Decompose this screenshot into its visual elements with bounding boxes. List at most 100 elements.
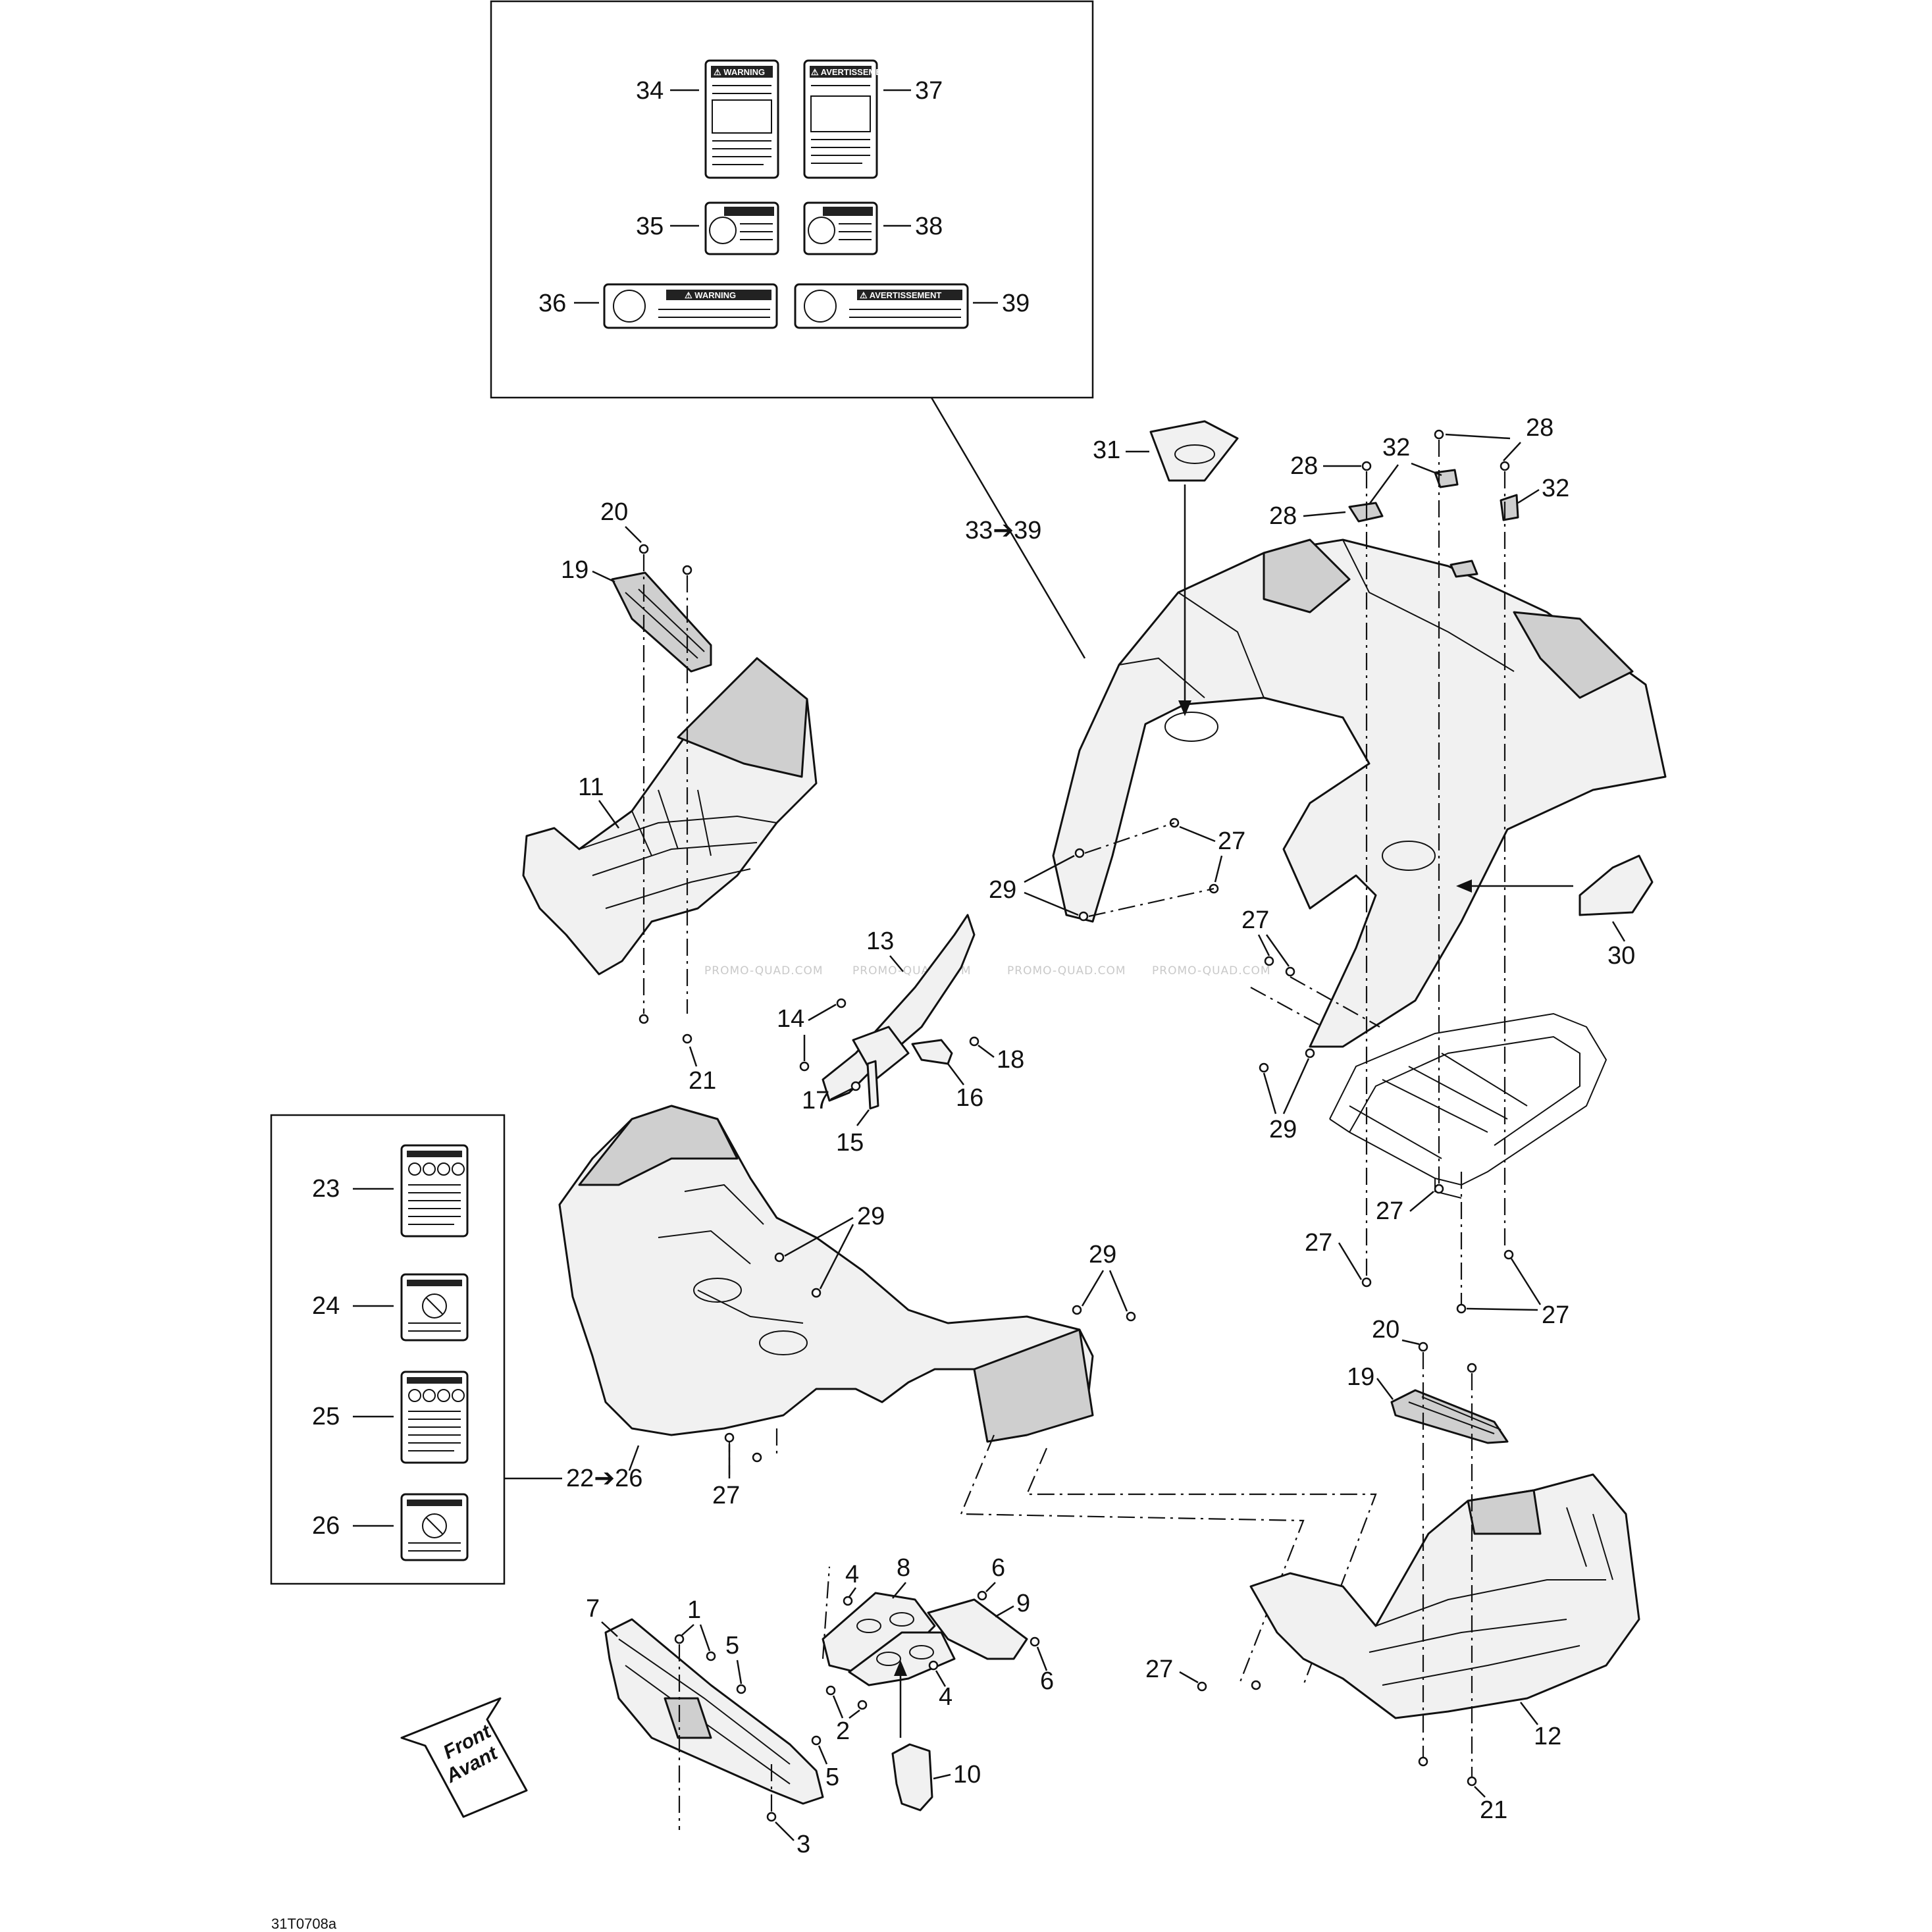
leader-27-g [1179,1671,1199,1684]
callout-11: 11 [578,773,604,801]
rear-rack [1329,1012,1607,1199]
bolt-3 [766,1812,777,1822]
leader-19-right [1376,1378,1394,1400]
callout-20-right: 20 [1372,1316,1399,1344]
arrow-head [1178,700,1191,716]
screw-28-c [1500,461,1510,471]
callout-27-d: 27 [1376,1197,1403,1225]
leader-28-c [1445,433,1511,440]
leader-32-a [1411,462,1442,477]
grommet-32-d [1449,560,1478,578]
callout-32-b: 32 [1542,475,1569,502]
callout-15: 15 [836,1129,864,1157]
svg-text:⚠ AVERTISSEMENT: ⚠ AVERTISSEMENT [811,67,893,77]
leader-14 [808,1003,837,1022]
bracket-15 [866,1060,879,1110]
nut-27-c [1264,956,1274,966]
bolt-29-d [1305,1048,1315,1058]
leader-21-right [1474,1786,1486,1798]
leader-5-a [736,1659,743,1684]
callout-28-c: 28 [1526,414,1553,442]
decal-box-top [490,0,1094,399]
leader-29-b2 [1282,1058,1310,1114]
bolt-18 [969,1036,979,1047]
leader-32-b [1517,488,1540,504]
nut-6-b [1030,1636,1040,1647]
cup-holder-front [1164,712,1218,742]
leader-9 [995,1605,1014,1618]
bolt-21-right-a [1418,1756,1428,1767]
decal-25 [400,1371,469,1464]
bolt-1-b [706,1651,716,1661]
leader-29-d2 [1109,1270,1128,1312]
callout-25: 25 [312,1403,340,1430]
leader-4-a [848,1587,857,1598]
leader-11 [598,800,620,829]
callout-27-b: 27 [1241,906,1269,934]
leader-22-26-part [628,1445,640,1471]
callout-21-right: 21 [1480,1796,1507,1824]
callout-37: 37 [915,77,943,105]
bolt-20-left-b [682,565,692,575]
leader-29-b [1263,1072,1277,1114]
callout-14: 14 [777,1005,804,1033]
decal-23 [400,1144,469,1238]
callout-2: 2 [836,1717,850,1745]
footrest-left-11 [522,657,818,976]
leader-10 [933,1773,951,1780]
decal-34: ⚠ WARNING [704,59,779,179]
nut-27-d [1285,966,1295,977]
leader-27-a [1179,825,1216,843]
leader-1 [681,1624,694,1636]
leader-21-left [689,1046,698,1067]
callout-32-a: 32 [1382,434,1410,461]
bolt-21-right-b [1467,1776,1477,1787]
footpeg-19-right [1390,1389,1509,1444]
leader-20-left [625,526,642,543]
leader-19-left [592,570,615,583]
nut-5-a [736,1684,746,1694]
nut-27-l [1251,1680,1261,1690]
bolt-20-right-a [1418,1342,1428,1352]
callout-19-left: 19 [561,556,588,584]
screw-28-b [1434,429,1444,440]
nut-6-a [977,1590,987,1601]
front-fender [558,1105,1094,1443]
svg-text:⚠ AVERTISSEMENT: ⚠ AVERTISSEMENT [860,290,941,300]
nut-27-h [1503,1249,1514,1260]
nut-27-e [1361,1277,1372,1288]
callout-29-a: 29 [989,876,1016,904]
decal-37: ⚠ AVERTISSEMENT [803,59,893,179]
leader-2b [849,1710,860,1719]
bracket-10 [891,1743,933,1812]
leader-27-e [1466,1307,1538,1311]
leader-7 [601,1621,618,1637]
svg-text:⚠ WARNING: ⚠ WARNING [714,67,765,77]
arrow-head [894,1660,907,1676]
callout-29-d: 29 [1089,1241,1116,1268]
axis-line [822,1566,831,1659]
axis-line [1088,887,1214,918]
callout-29-b: 29 [1269,1116,1297,1143]
leader-29-d [1081,1270,1105,1307]
bolt-21-left-b [682,1033,692,1044]
callout-27-a: 27 [1218,827,1245,855]
decal-box-top-leader [930,397,1086,659]
bolt-29-b [1078,911,1089,922]
leader-27-e2 [1510,1258,1542,1305]
callout-1: 1 [687,1596,701,1624]
bolt-14-b [799,1061,810,1072]
bolt-14-a [836,998,847,1008]
callout-24: 24 [312,1292,340,1320]
leader-32-a2 [1368,464,1399,505]
callout-6-b: 6 [1040,1667,1054,1695]
clip-16 [911,1039,953,1065]
cover-30 [1579,854,1654,916]
callout-8: 8 [897,1554,910,1582]
decal-26 [400,1493,469,1561]
axis-line [1290,976,1380,1028]
callout-23: 23 [312,1175,340,1203]
footpeg-19-left [611,571,712,673]
decal-36: ⚠ WARNING [603,283,778,329]
